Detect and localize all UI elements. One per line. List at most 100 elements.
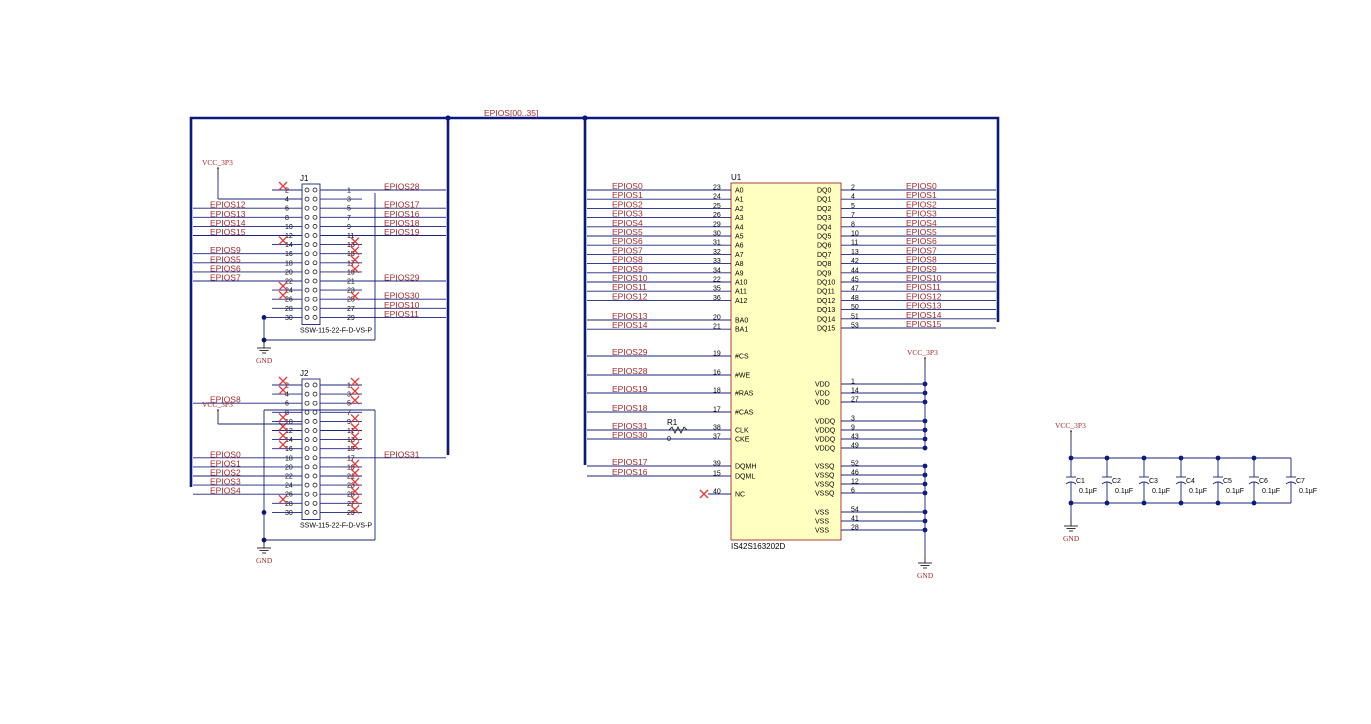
pin-circle [304, 510, 310, 515]
pin-name: VDDQ [815, 428, 836, 435]
net-label: EPIOS10 [612, 273, 648, 283]
pin-number: 22 [285, 474, 293, 481]
no-connect-mark [350, 441, 360, 451]
pin-name: DQ3 [817, 215, 832, 222]
pin-number: 4 [285, 197, 289, 204]
pin-number: 24 [713, 194, 721, 201]
pin-number: 45 [851, 277, 859, 284]
pin-number: 49 [851, 443, 859, 450]
pin-number: 41 [851, 516, 859, 523]
no-connect-mark [699, 489, 709, 499]
net-label: EPIOS28 [612, 366, 648, 376]
pin-circle [304, 251, 310, 257]
no-connect-mark [350, 432, 360, 442]
pin-circle [304, 419, 310, 424]
pin-circle [304, 214, 310, 220]
pin-number: 39 [713, 461, 721, 468]
nc-stroke [350, 468, 360, 478]
nc-stroke [278, 412, 288, 422]
nc-stroke [278, 181, 288, 191]
net-label: EPIOS7 [906, 245, 937, 255]
pin-circle [312, 464, 318, 470]
nc-stroke [350, 255, 360, 265]
no-connect-mark [350, 377, 360, 387]
net-label: EPIOS14 [906, 310, 942, 320]
net-label: EPIOS29 [384, 273, 420, 283]
net-label: EPIOS31 [384, 449, 420, 459]
cap-ref: C3 [1149, 478, 1158, 485]
pin-number: 33 [713, 258, 721, 265]
u1-body [730, 182, 842, 541]
pin-number: 1 [347, 188, 351, 195]
pin-circle [304, 260, 310, 266]
pin-name: DQ10 [817, 280, 835, 287]
pin-name: #RAS [735, 391, 754, 398]
pin-number: 21 [713, 324, 721, 331]
pin-number: 7 [851, 212, 855, 219]
pin-name: A4 [735, 224, 744, 231]
nc-stroke [350, 486, 360, 496]
pin-number: 16 [285, 251, 293, 258]
net-label: EPIOS14 [210, 218, 246, 228]
vcc-label: VCC_3P3 [202, 400, 233, 409]
cap-ref: C7 [1296, 478, 1305, 485]
pin-number: 14 [285, 242, 293, 249]
pin-name: VDD [815, 382, 830, 389]
pin-name: VDDQ [815, 446, 836, 453]
u1-ref: U1 [731, 173, 742, 182]
pin-number: 21 [347, 279, 355, 286]
pin-name: A5 [735, 234, 744, 241]
pin-number: 11 [851, 240, 858, 247]
no-connect-mark [350, 495, 360, 505]
pin-number: 13 [347, 242, 355, 249]
no-connect-mark [278, 376, 288, 386]
pin-number: 13 [851, 249, 859, 256]
nc-stroke [278, 236, 288, 246]
net-label: EPIOS16 [612, 467, 648, 477]
pin-number: 30 [713, 231, 721, 238]
pin-number: 25 [713, 203, 721, 210]
pin-circle [312, 242, 318, 247]
gnd-label: GND [1063, 534, 1080, 543]
pin-circle [312, 419, 318, 424]
pin-number: 48 [851, 295, 859, 302]
pin-circle [312, 196, 318, 202]
net-label: EPIOS18 [612, 403, 648, 413]
net-label: EPIOS16 [384, 209, 420, 219]
net-label: EPIOS2 [210, 468, 241, 478]
pin-name: VSSQ [815, 482, 835, 489]
pin-circle [304, 315, 310, 320]
pin-number: 20 [285, 269, 293, 276]
nc-stroke [278, 281, 288, 291]
no-connect-mark [278, 385, 288, 395]
pin-name: DQ8 [817, 261, 832, 268]
pin-circle [304, 500, 310, 506]
junction-dot [1251, 455, 1257, 461]
net-label: EPIOS19 [384, 227, 420, 237]
pin-circle [304, 233, 310, 238]
gnd-symbol: GND [256, 340, 273, 365]
pin-number: 25 [347, 492, 355, 499]
pin-number: 10 [285, 224, 293, 231]
pin-number: 47 [851, 286, 859, 293]
net-label: EPIOS19 [612, 384, 648, 394]
net-label: EPIOS30 [612, 430, 648, 440]
pin-number: 20 [713, 315, 721, 322]
net-label: EPIOS17 [612, 457, 648, 467]
pin-name: VDD [815, 391, 830, 398]
pin-number: 28 [285, 306, 293, 313]
pin-number: 5 [347, 401, 351, 408]
no-connect-mark [278, 494, 288, 504]
pin-circle [312, 510, 318, 515]
net-label: EPIOS6 [210, 263, 241, 273]
pin-name: DQMH [735, 464, 756, 471]
r1-value: 0 [667, 436, 671, 443]
pin-number: 12 [285, 233, 293, 240]
pin-number: 22 [713, 277, 721, 284]
pin-number: 6 [851, 488, 855, 495]
pin-circle [304, 491, 310, 497]
pin-circle [312, 455, 318, 461]
nc-stroke [350, 395, 360, 405]
cap-value: 0.1µF [1189, 488, 1207, 495]
pin-name: #CS [735, 354, 749, 361]
